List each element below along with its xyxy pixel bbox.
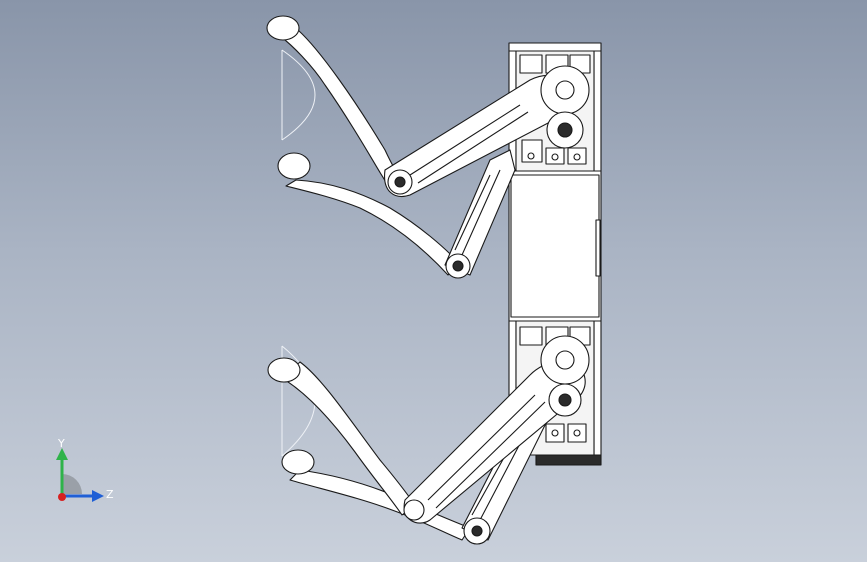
orientation-triad[interactable]: Y Z xyxy=(40,438,120,510)
leg-upper-rear[interactable] xyxy=(277,49,516,279)
y-axis-arrow xyxy=(56,448,68,460)
hip-pulley-hub xyxy=(558,393,572,407)
knee-bolt xyxy=(394,176,406,188)
foot xyxy=(281,449,315,475)
triad-origin-wedge xyxy=(62,474,82,494)
knee-bolt xyxy=(452,260,464,272)
knee-bolt xyxy=(471,525,483,537)
battery-handle xyxy=(595,219,601,277)
hip-hub xyxy=(555,350,575,370)
bottom-frame-cap xyxy=(535,454,602,466)
top-motor-block xyxy=(521,139,543,163)
thigh-cutout xyxy=(409,104,529,184)
hip-hub xyxy=(555,80,575,100)
motion-arc xyxy=(281,49,316,141)
bottom-motor-block xyxy=(519,326,543,346)
top-motor-block xyxy=(519,54,543,74)
shank xyxy=(285,179,459,276)
bolt xyxy=(527,152,535,160)
leg-lower-front[interactable] xyxy=(267,335,590,524)
bolt xyxy=(551,153,559,161)
x-axis-dot xyxy=(58,493,66,501)
thigh-cutout xyxy=(454,169,501,256)
foot xyxy=(277,152,311,180)
z-axis-label: Z xyxy=(106,488,114,501)
foot xyxy=(267,357,301,383)
bottom-right-rail xyxy=(593,320,602,456)
shank xyxy=(281,361,416,516)
z-axis-arrow xyxy=(92,490,104,502)
foot xyxy=(266,15,300,41)
bolt xyxy=(573,429,581,437)
top-right-rail xyxy=(593,50,602,172)
top-frame-cap xyxy=(508,42,602,52)
battery-box xyxy=(508,170,602,322)
leg-upper-front[interactable] xyxy=(266,15,590,197)
y-axis-label: Y xyxy=(57,438,65,450)
hip-pulley-hub xyxy=(557,122,573,138)
bolt xyxy=(551,429,559,437)
thigh-cutout xyxy=(427,394,546,509)
knee-joint xyxy=(403,499,425,521)
bolt xyxy=(573,153,581,161)
